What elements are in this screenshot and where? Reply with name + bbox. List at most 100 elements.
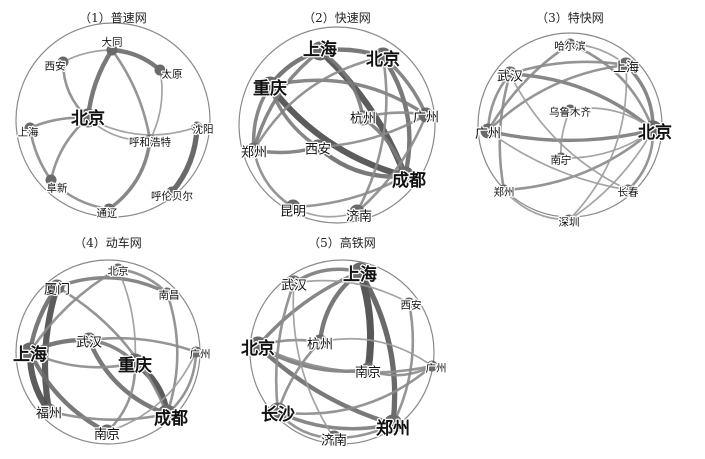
panel-title: （3）特快网: [536, 10, 604, 25]
edge-beijing-zhengzhou: [252, 55, 385, 152]
node-zhengzhou: [246, 142, 262, 158]
edge-chongqing-chengdu: [266, 82, 409, 180]
edge-fuzhou-chengdu: [47, 409, 169, 421]
label-beijing: 北京: [241, 338, 275, 359]
label-wuhan: 武汉: [497, 70, 523, 85]
label-jinan: 济南: [321, 433, 347, 449]
node-huhehaote: [144, 134, 156, 146]
label-beijing: 北京: [71, 108, 105, 129]
node-beijing: [248, 336, 268, 356]
node-shenyang: [191, 121, 203, 133]
panel-dongche: 北京厦门南昌武汉上海重庆广州福州成都南京 （4）动车网: [12, 235, 212, 445]
label-nanjing: 南京: [355, 365, 381, 381]
label-xian: 西安: [305, 143, 331, 158]
label-xian: 西安: [401, 299, 422, 312]
label-zhengzhou: 郑州: [376, 418, 410, 439]
node-wuhan: [502, 66, 518, 82]
node-xiamen: [49, 279, 65, 295]
node-xian: [403, 297, 415, 309]
label-chengdu: 成都: [392, 170, 426, 191]
label-huhehaote: 呼和浩特: [129, 137, 171, 149]
edge-shanghai-wuhan: [508, 60, 628, 76]
node-guangzhou: [190, 346, 202, 358]
label-changchun: 长春: [618, 187, 639, 199]
label-zhengzhou: 郑州: [494, 186, 515, 199]
edge-xiamen-chengdu: [55, 285, 169, 416]
label-zhengzhou: 郑州: [241, 146, 267, 161]
edge-beijing-datong: [85, 47, 115, 121]
edge-taiyuan-huhehaote: [149, 69, 163, 141]
node-shanghai: [20, 342, 40, 362]
node-guangzhou: [426, 360, 438, 372]
node-hulunbeier: [166, 186, 178, 198]
label-shanghai: 上海: [18, 126, 39, 139]
edge-wuhan-changchun: [509, 73, 629, 191]
label-shanghai: 上海: [13, 344, 47, 365]
edge-guangzhou-jinan: [355, 113, 428, 214]
node-kunming: [285, 199, 301, 215]
label-shanghai: 上海: [613, 61, 639, 76]
label-chengdu: 成都: [154, 408, 188, 429]
edge-wuhan-chengdu: [86, 337, 170, 417]
node-jinan: [326, 430, 342, 446]
label-shanghai: 上海: [343, 264, 377, 285]
panel-ring: [15, 22, 211, 218]
label-shenyang: 沈阳: [193, 123, 214, 136]
node-jinan: [349, 204, 365, 220]
node-wuhan: [286, 275, 302, 291]
edge-wuhan-changsha: [274, 281, 296, 414]
node-shanghai: [24, 122, 36, 134]
edge-xian-chengdu: [315, 144, 408, 179]
node-fuzhou: [41, 403, 57, 419]
edge-beijing-wuhan: [508, 72, 655, 132]
node-beijing: [112, 263, 124, 275]
node-chengdu: [395, 166, 415, 186]
label-nanning: 南宁: [551, 154, 572, 167]
label-nanjing: 南京: [94, 427, 120, 443]
label-changsha: 长沙: [261, 404, 295, 425]
label-fuxin: 阜新: [47, 182, 68, 195]
edge-shanghai-shenzhen: [568, 64, 628, 221]
node-shenzhen: [563, 214, 575, 226]
node-tongliao: [103, 203, 115, 215]
panel-title: （5）高铁网: [308, 235, 376, 250]
edge-xian-zhengzhou: [391, 301, 415, 426]
edge-zhengzhou-beijing: [502, 128, 655, 192]
edge-nanchang-chengdu: [165, 291, 179, 416]
label-haerbin: 哈尔滨: [554, 40, 586, 53]
edge-nanning-beijing: [560, 129, 654, 159]
label-hangzhou: 杭州: [307, 338, 333, 353]
label-hulunbeier: 呼伦贝尔: [151, 190, 193, 203]
node-chongqing: [125, 353, 145, 373]
panel-title: （2）快速网: [303, 11, 371, 25]
edge-hangzhou-guangzhou: [319, 337, 433, 367]
label-taiyuan: 太原: [162, 68, 183, 81]
label-beijing: 北京: [108, 265, 129, 278]
node-beijing: [78, 108, 98, 128]
label-fuzhou: 福州: [36, 407, 62, 422]
edge-wuhan-zhengzhou: [498, 72, 512, 192]
node-chongqing: [260, 76, 280, 96]
label-guangzhou: 广州: [475, 127, 501, 142]
label-xian: 西安: [45, 60, 66, 73]
edge-tongliao-huhehaote: [107, 138, 152, 211]
label-tongliao: 通辽: [97, 208, 118, 220]
edge-shenzhen-beijing: [568, 129, 654, 221]
node-haerbin: [564, 38, 576, 50]
edge-guangzhou-changchun: [487, 130, 629, 191]
panel-ring: [249, 259, 435, 445]
node-datong: [106, 44, 118, 56]
edge-zhengzhou-shenzhen: [503, 189, 570, 221]
edge-beijing-guangzhou: [256, 344, 434, 374]
label-jinan: 济南: [346, 209, 372, 225]
label-nanchang: 南昌: [159, 289, 180, 302]
label-guangzhou: 广州: [413, 111, 439, 126]
label-guangzhou: 广州: [190, 349, 211, 361]
panel-title: （4）动车网: [74, 235, 142, 250]
edge-kunming-chengdu: [291, 174, 407, 209]
edge-wuhan-xian: [293, 279, 410, 304]
panel-gaotie: 上海武汉西安北京杭州南京广州长沙郑州济南 （5）高铁网: [240, 235, 448, 450]
node-shanghai: [618, 57, 634, 73]
